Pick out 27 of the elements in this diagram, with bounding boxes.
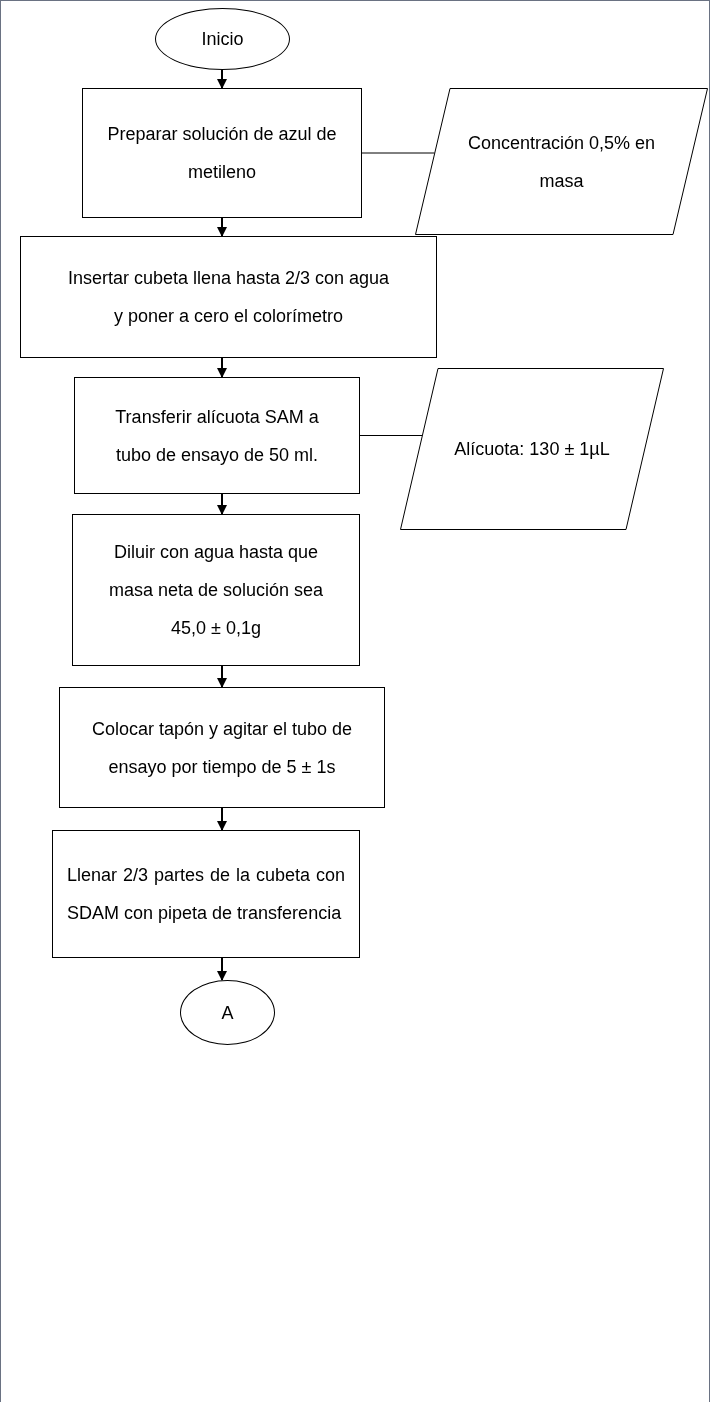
- connector-line: [361, 152, 435, 154]
- data-parallelogram: [415, 88, 708, 235]
- node-text: Colocar tapón y agitar el tubo de ensayo por tiempo de 5 ± 1s: [90, 717, 354, 779]
- node-text: Inicio: [201, 28, 244, 51]
- process-box: [74, 377, 360, 494]
- arrow: [217, 493, 227, 515]
- arrow: [217, 957, 227, 981]
- data-parallelogram: [400, 368, 664, 530]
- process-box: [82, 88, 362, 218]
- node-text: Llenar 2/3 partes de la cubeta con SDAM con pipeta de transferencia: [66, 864, 346, 925]
- node-text: Transferir alícuota SAM a tubo de ensayo de 50 ml.: [114, 405, 320, 467]
- process-box: [59, 687, 385, 808]
- node-text: Alícuota: 130 ± 1µL: [453, 438, 611, 461]
- process-box: [52, 830, 360, 958]
- arrow: [217, 217, 227, 237]
- node-text: Preparar solución de azul de metileno: [106, 123, 338, 184]
- connector-line: [359, 435, 423, 436]
- node-text: Concentración 0,5% en masa: [466, 131, 657, 193]
- process-box: [72, 514, 360, 666]
- node-text: A: [221, 1001, 234, 1025]
- node-text: Diluir con agua hasta que masa neta de solución sea 45,0 ± 0,1g: [107, 541, 325, 640]
- node-text: Insertar cubeta llena hasta 2/3 con agua y poner a cero el colorímetro: [66, 267, 391, 328]
- process-box: [20, 236, 437, 358]
- arrow: [217, 357, 227, 378]
- arrow: [217, 69, 227, 89]
- arrow: [217, 665, 227, 688]
- arrow: [217, 807, 227, 831]
